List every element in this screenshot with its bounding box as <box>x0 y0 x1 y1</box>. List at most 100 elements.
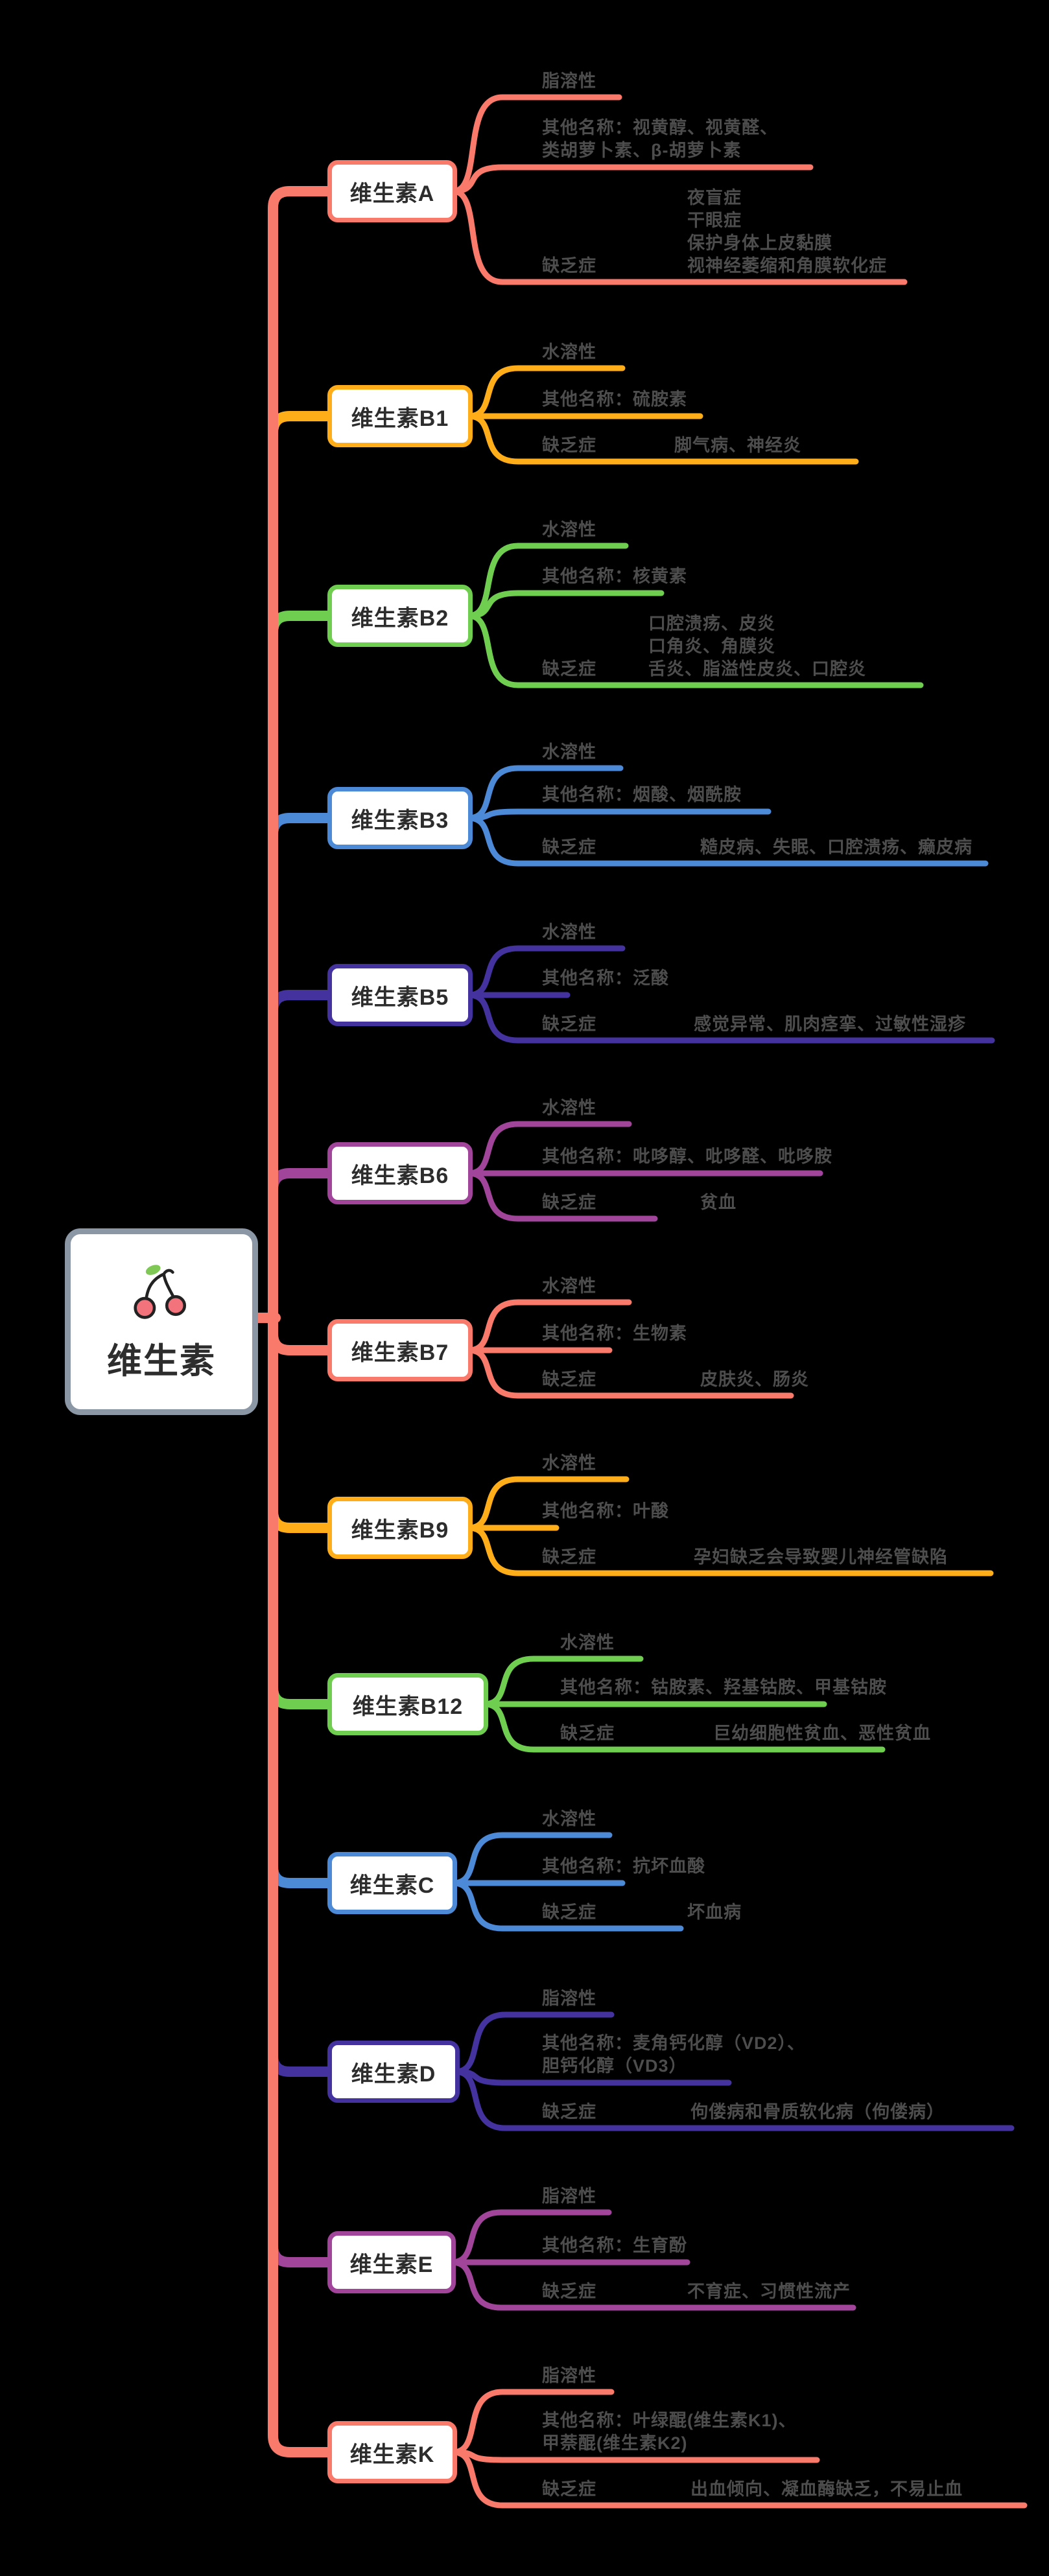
deficiency-label-b2[interactable]: 缺乏症 <box>542 659 596 679</box>
symptoms-text-b2[interactable]: 口腔溃疡、皮炎口角炎、角膜炎舌炎、脂溢性皮炎、口腔炎 <box>648 613 866 681</box>
solubility-label-d[interactable]: 脂溶性 <box>542 1989 596 2008</box>
solubility-label-b3[interactable]: 水溶性 <box>542 742 596 762</box>
other-names-line: 其他名称：叶酸 <box>542 1501 669 1521</box>
solubility-label-b9[interactable]: 水溶性 <box>542 1453 596 1473</box>
symptom-line: 感觉异常、肌肉痉挛、过敏性湿疹 <box>694 1014 966 1034</box>
other-names-line: 其他名称：烟酸、烟酰胺 <box>542 785 742 804</box>
deficiency-label-b9[interactable]: 缺乏症 <box>542 1547 596 1567</box>
trunk-segment-b1 <box>268 411 338 1323</box>
root-title: 维生素 <box>107 1341 216 1381</box>
symptom-line: 皮肤炎、肠炎 <box>700 1370 809 1389</box>
deficiency-label-b12[interactable]: 缺乏症 <box>560 1724 615 1743</box>
branch-line-deficiency-b5 <box>466 992 995 1044</box>
other-names-text-b3[interactable]: 其他名称：烟酸、烟酰胺 <box>542 784 742 806</box>
other-names-text-e[interactable]: 其他名称：生育酚 <box>542 2234 687 2257</box>
vitamin-node-b7[interactable]: 维生素B7 <box>327 1319 473 1381</box>
vitamin-node-a[interactable]: 维生素A <box>327 160 457 222</box>
deficiency-label-e[interactable]: 缺乏症 <box>542 2282 596 2301</box>
deficiency-label-b6[interactable]: 缺乏症 <box>542 1193 596 1212</box>
branch-line-solubility-k <box>450 2389 615 2455</box>
solubility-label-k[interactable]: 脂溶性 <box>542 2366 596 2385</box>
vitamin-node-b9[interactable]: 维生素B9 <box>327 1497 473 1559</box>
vitamin-node-b2[interactable]: 维生素B2 <box>327 585 473 647</box>
other-names-text-b7[interactable]: 其他名称：生物素 <box>542 1322 687 1345</box>
vitamin-node-e[interactable]: 维生素E <box>327 2231 456 2293</box>
other-names-text-a[interactable]: 其他名称：视黄醇、视黄醛、类胡萝卜素、β-胡萝卜素 <box>542 117 778 162</box>
vitamin-node-label: 维生素B1 <box>351 406 449 431</box>
symptom-line: 口角炎、角膜炎 <box>648 637 775 656</box>
symptoms-text-a[interactable]: 夜盲症干眼症保护身体上皮黏膜视神经萎缩和角膜软化症 <box>687 187 887 277</box>
other-names-text-b5[interactable]: 其他名称：泛酸 <box>542 967 669 990</box>
symptoms-text-k[interactable]: 出血倾向、凝血酶缺乏，不易止血 <box>690 2478 963 2501</box>
other-names-text-k[interactable]: 其他名称：叶绿醌(维生素K1)、甲萘醌(维生素K2) <box>542 2409 797 2455</box>
other-names-line: 其他名称：生物素 <box>542 1324 687 1343</box>
trunk-segment-k <box>268 1313 338 2457</box>
vitamin-node-b6[interactable]: 维生素B6 <box>327 1142 473 1204</box>
other-names-line: 其他名称：硫胺素 <box>542 390 687 409</box>
vitamin-node-k[interactable]: 维生素K <box>327 2421 457 2483</box>
branch-line-deficiency-b7 <box>466 1347 794 1399</box>
deficiency-label-a[interactable]: 缺乏症 <box>542 256 596 275</box>
trunk-segment-a <box>268 186 338 1323</box>
symptoms-text-b6[interactable]: 贫血 <box>700 1191 737 1214</box>
vitamin-node-label: 维生素B12 <box>352 1694 464 1719</box>
vitamin-node-b1[interactable]: 维生素B1 <box>327 385 473 447</box>
deficiency-label-k[interactable]: 缺乏症 <box>542 2479 596 2499</box>
trunk-segment-b3 <box>268 813 338 1323</box>
deficiency-label-c[interactable]: 缺乏症 <box>542 1903 596 1922</box>
symptom-line: 口腔溃疡、皮炎 <box>648 614 775 633</box>
symptoms-text-b1[interactable]: 脚气病、神经炎 <box>674 434 801 457</box>
branch-line-names-b2 <box>466 590 665 619</box>
deficiency-label-d[interactable]: 缺乏症 <box>542 2102 596 2122</box>
vitamin-node-label: 维生素B6 <box>351 1163 449 1188</box>
vitamin-node-label: 维生素A <box>349 181 435 206</box>
other-names-text-d[interactable]: 其他名称：麦角钙化醇（VD2）、胆钙化醇（VD3） <box>542 2032 805 2078</box>
solubility-label-b2[interactable]: 水溶性 <box>542 520 596 539</box>
vitamin-node-b3[interactable]: 维生素B3 <box>327 787 473 849</box>
symptom-line: 孕妇缺乏会导致婴儿神经管缺陷 <box>694 1547 948 1567</box>
branch-line-solubility-a <box>450 94 622 194</box>
branch-line-deficiency-b1 <box>466 413 859 465</box>
other-names-text-b2[interactable]: 其他名称：核黄素 <box>542 565 687 588</box>
vitamin-node-c[interactable]: 维生素C <box>327 1852 457 1914</box>
solubility-label-a[interactable]: 脂溶性 <box>542 71 596 91</box>
other-names-line: 其他名称：叶绿醌(维生素K1)、 <box>542 2411 797 2430</box>
solubility-label-e[interactable]: 脂溶性 <box>542 2186 596 2206</box>
branch-line-deficiency-c <box>450 1880 684 1932</box>
symptoms-text-b9[interactable]: 孕妇缺乏会导致婴儿神经管缺陷 <box>694 1546 948 1569</box>
vitamin-node-b12[interactable]: 维生素B12 <box>327 1673 488 1735</box>
other-names-text-b1[interactable]: 其他名称：硫胺素 <box>542 388 687 411</box>
trunk-segment-b12 <box>268 1313 338 1709</box>
symptoms-text-d[interactable]: 佝偻病和骨质软化病（佝偻病） <box>690 2101 945 2124</box>
symptom-line: 出血倾向、凝血酶缺乏，不易止血 <box>690 2479 963 2499</box>
solubility-label-b1[interactable]: 水溶性 <box>542 342 596 362</box>
symptoms-text-b7[interactable]: 皮肤炎、肠炎 <box>700 1368 809 1391</box>
other-names-text-b9[interactable]: 其他名称：叶酸 <box>542 1500 669 1523</box>
other-names-text-b6[interactable]: 其他名称：吡哆醇、吡哆醛、吡哆胺 <box>542 1145 832 1168</box>
solubility-label-b12[interactable]: 水溶性 <box>560 1633 615 1652</box>
symptom-line: 贫血 <box>700 1193 737 1212</box>
vitamin-node-b5[interactable]: 维生素B5 <box>327 964 473 1026</box>
symptoms-text-e[interactable]: 不育症、习惯性流产 <box>687 2280 851 2303</box>
cherry-icon <box>134 1264 187 1319</box>
other-names-line: 其他名称：麦角钙化醇（VD2）、 <box>542 2033 806 2053</box>
vitamin-node-label: 维生素B3 <box>351 808 449 833</box>
vitamin-node-label: 维生素B5 <box>351 985 449 1010</box>
symptoms-text-b5[interactable]: 感觉异常、肌肉痉挛、过敏性湿疹 <box>694 1013 966 1036</box>
symptoms-text-b12[interactable]: 巨幼细胞性贫血、恶性贫血 <box>713 1722 931 1745</box>
other-names-text-c[interactable]: 其他名称：抗坏血酸 <box>542 1855 705 1878</box>
solubility-label-c[interactable]: 水溶性 <box>542 1809 596 1829</box>
deficiency-label-b1[interactable]: 缺乏症 <box>542 436 596 455</box>
deficiency-label-b5[interactable]: 缺乏症 <box>542 1014 596 1034</box>
symptoms-text-c[interactable]: 坏血病 <box>687 1901 742 1924</box>
deficiency-label-b7[interactable]: 缺乏症 <box>542 1370 596 1389</box>
root-node[interactable]: 维生素 <box>65 1228 258 1415</box>
solubility-label-b5[interactable]: 水溶性 <box>542 922 596 942</box>
solubility-label-b6[interactable]: 水溶性 <box>542 1098 596 1118</box>
symptoms-text-b3[interactable]: 糙皮病、失眠、口腔溃疡、癞皮病 <box>700 836 972 859</box>
other-names-line: 其他名称：吡哆醇、吡哆醛、吡哆胺 <box>542 1147 832 1166</box>
solubility-label-b7[interactable]: 水溶性 <box>542 1276 596 1296</box>
other-names-text-b12[interactable]: 其他名称：钴胺素、羟基钴胺、甲基钴胺 <box>560 1676 887 1699</box>
deficiency-label-b3[interactable]: 缺乏症 <box>542 837 596 857</box>
vitamin-node-d[interactable]: 维生素D <box>327 2041 460 2103</box>
